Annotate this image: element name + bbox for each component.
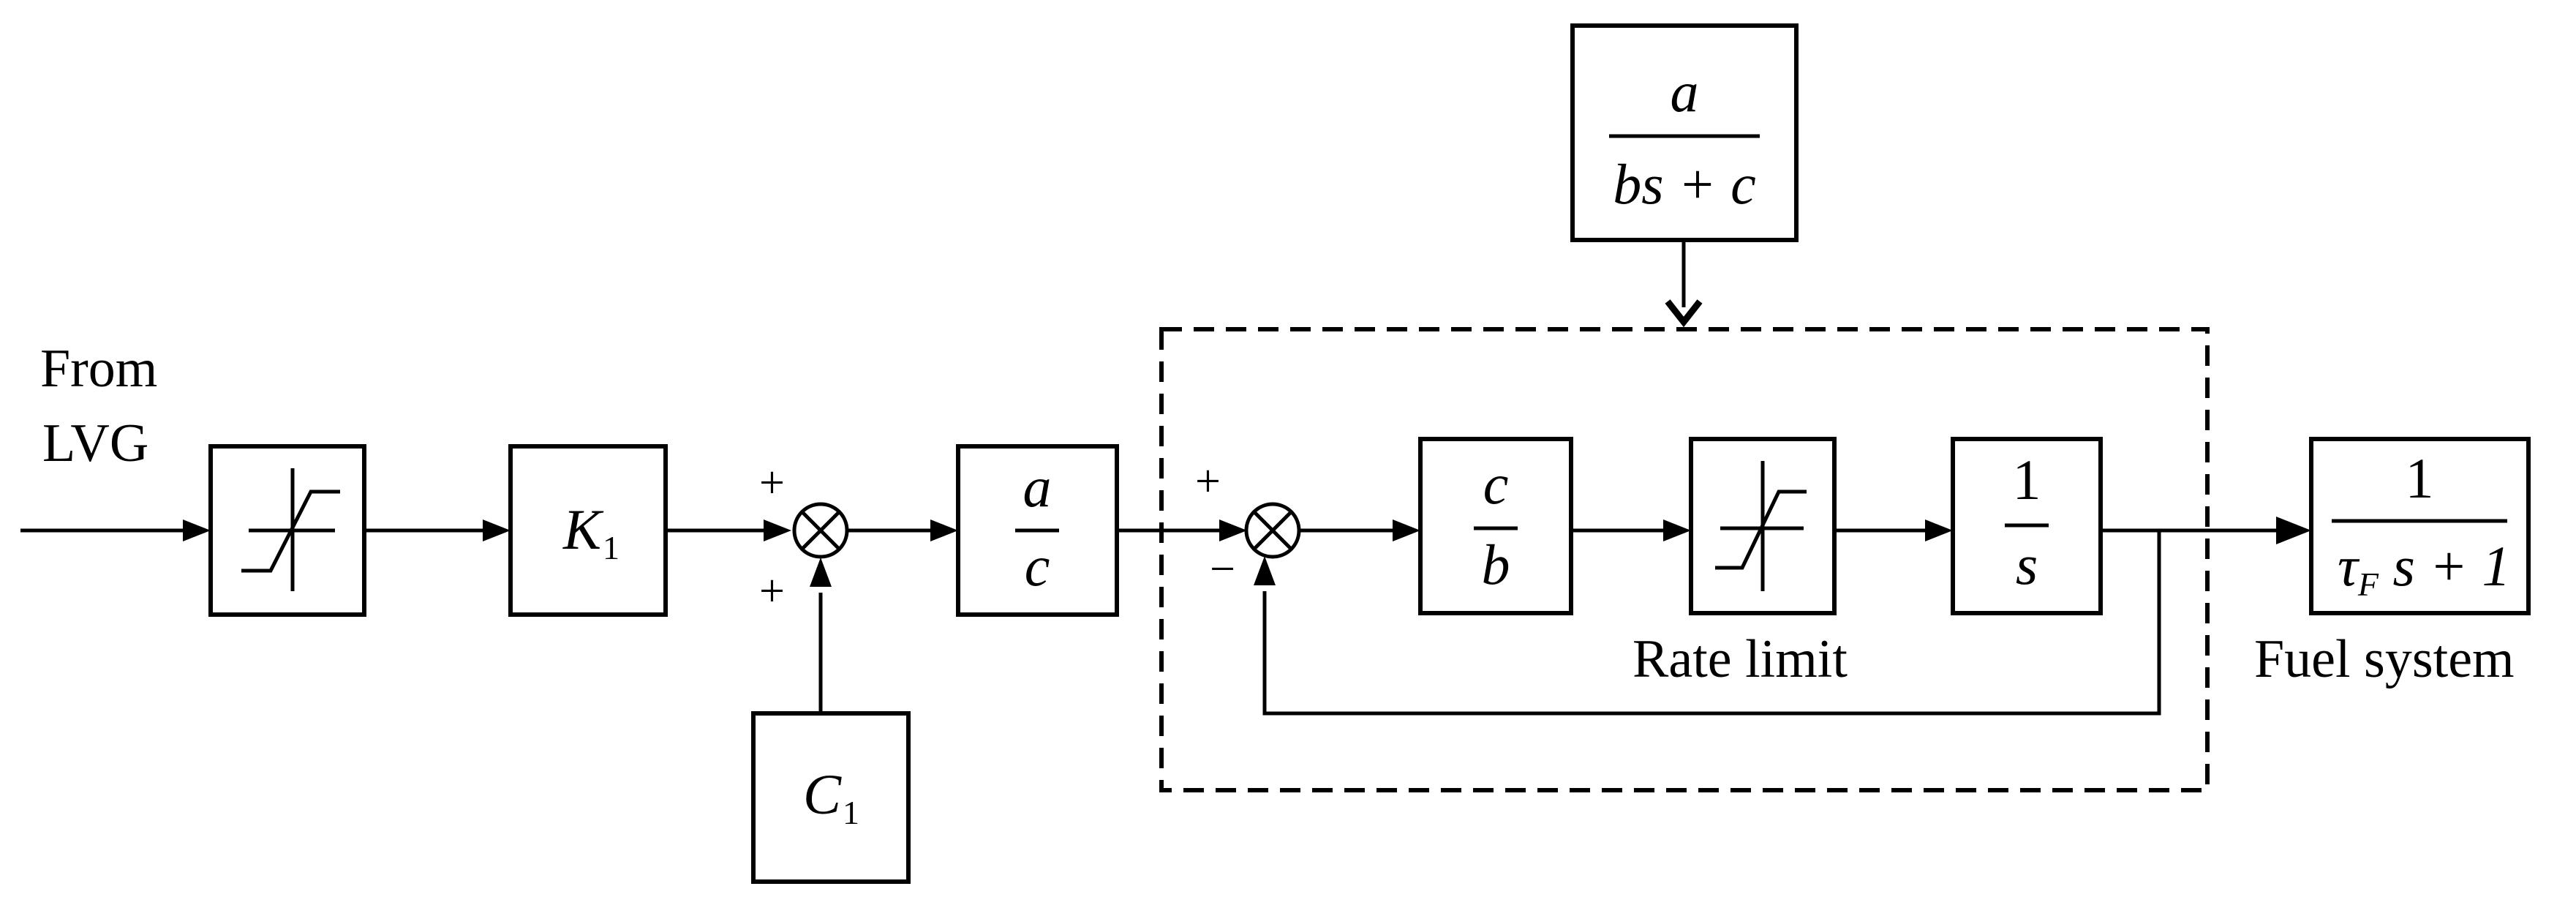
sum1-top-sign: + [759,458,785,508]
feedback-line [1262,530,2161,716]
arrowhead-input [183,519,211,541]
svg-text:C1: C1 [803,762,859,831]
input-label-line2: LVG [42,413,148,473]
c1-subscript: 1 [843,794,859,831]
a-over-c-block: a c [956,444,1119,617]
k1-gain-block: K1 [508,444,668,617]
fuel-system-label: Fuel system [2254,629,2515,689]
fuel-tf-numerator: 1 [2406,446,2434,510]
svg-text:τF s + 1: τF s + 1 [2338,534,2511,603]
summing-junction-2 [1244,502,1301,559]
sum2-bottom-sign: − [1210,544,1235,594]
c-over-b-block: c b [1418,437,1573,615]
sum1-bottom-sign: + [759,566,785,616]
sum2-top-sign: + [1195,457,1221,506]
fuel-tf-tau-subscript: F [2357,566,2379,603]
fuel-system-block: 1 τF s + 1 [2309,437,2531,615]
arrowhead-top-tf [1665,299,1703,328]
c1-symbol: C [803,762,842,826]
arrowhead-fuel [2276,517,2311,544]
arrowhead-limiter2 [1663,519,1691,541]
arrowhead-sum1-bottom [810,558,832,587]
integrator-denominator: s [2016,533,2038,596]
k1-symbol: K [562,498,604,561]
c1-constant-block: C1 [751,711,911,884]
arrowhead-sum2-left [1219,519,1247,541]
fuel-tf-den-rest: s + 1 [2379,534,2511,598]
arrowhead-k1 [483,519,511,541]
arrowhead-ac [930,519,958,541]
a-over-c-numerator: a [1023,455,1052,519]
arrowhead-sum2-bottom [1254,556,1276,585]
integrator-block: 1 s [1951,437,2103,615]
k1-subscript: 1 [603,529,619,566]
top-tf-denominator: bs + c [1613,152,1756,216]
a-over-c-denominator: c [1025,534,1050,598]
arrowhead-sum1-left [764,519,791,541]
fuel-tf-tau: τ [2338,534,2360,598]
c-over-b-denominator: b [1482,533,1510,596]
rate-limiter-block [1689,437,1837,615]
svg-text:K1: K1 [562,498,619,566]
signal-lines [20,240,2281,716]
top-tf-numerator: a [1671,60,1699,124]
summing-junction-1 [792,502,849,559]
arrowhead-cb [1393,519,1420,541]
input-limiter-block [208,444,366,617]
rate-limit-boundary [1159,327,2210,792]
arrowhead-integrator [1925,519,1953,541]
rate-limit-label: Rate limit [1632,629,1848,689]
input-label-line1: From [40,339,157,399]
top-transfer-function-block: a bs + c [1570,23,1799,242]
integrator-numerator: 1 [2013,448,2041,511]
c-over-b-numerator: c [1483,452,1509,516]
arrowheads [183,299,2311,587]
